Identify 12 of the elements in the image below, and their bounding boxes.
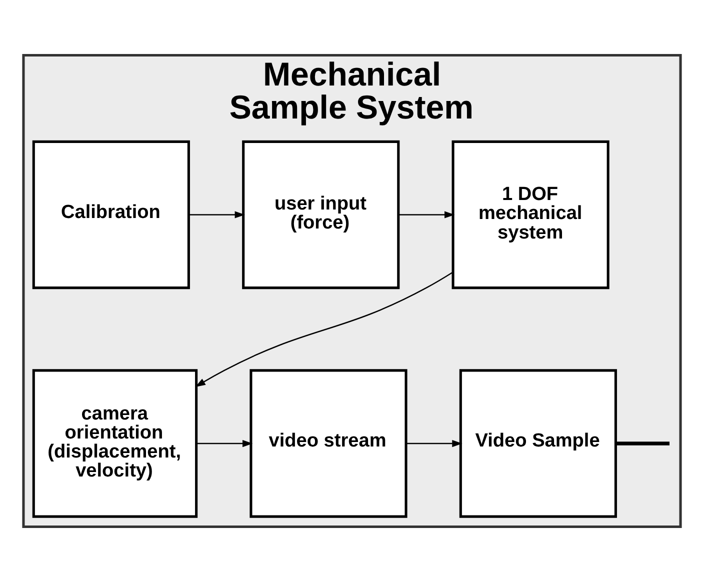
arrow bbox=[195, 271, 453, 386]
node-box: Calibration bbox=[32, 140, 190, 289]
node-box: Video Sample bbox=[459, 368, 617, 518]
connector bbox=[616, 441, 670, 445]
node-box: video stream bbox=[250, 368, 408, 518]
node-box: camera orientation (displacement, velocity) bbox=[32, 368, 198, 518]
node-box: user input (force) bbox=[242, 140, 400, 289]
node-box: 1 DOF mechanical system bbox=[452, 140, 610, 289]
arrow bbox=[406, 439, 462, 447]
arrow bbox=[188, 210, 245, 218]
arrow bbox=[196, 439, 253, 447]
arrow bbox=[398, 210, 455, 218]
